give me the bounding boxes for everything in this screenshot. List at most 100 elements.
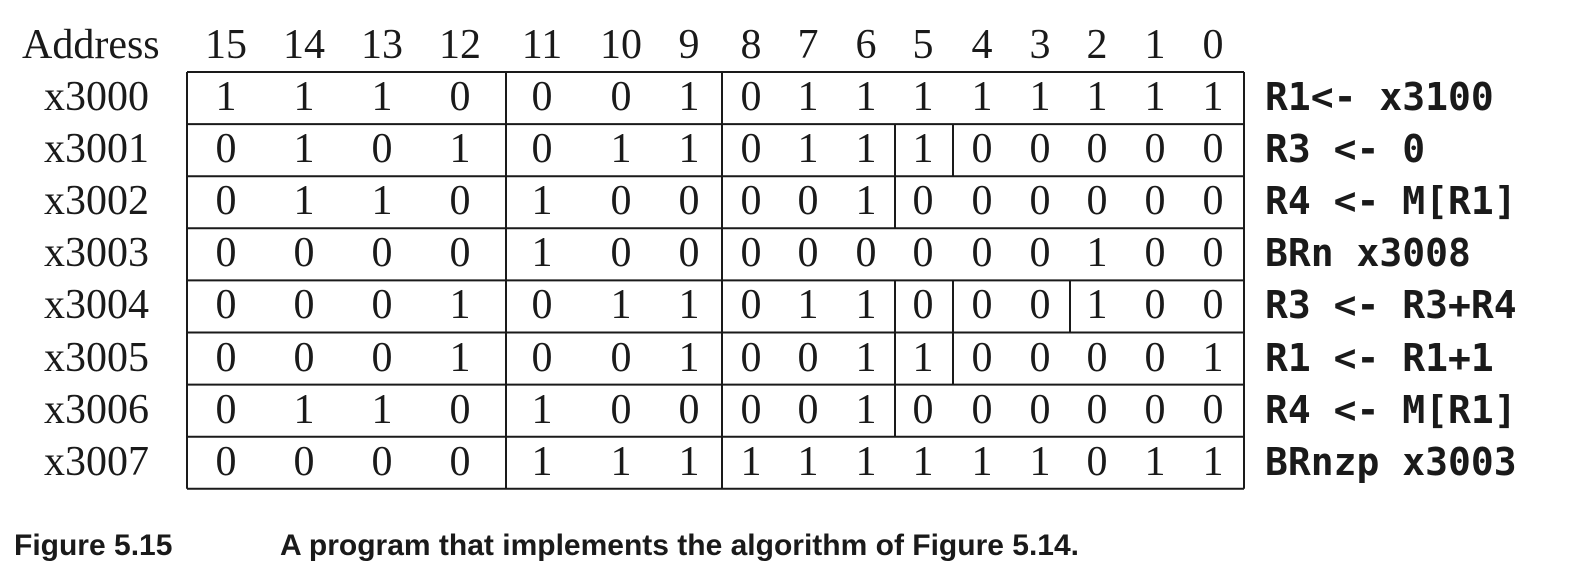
bit-cell: 1	[1086, 282, 1108, 329]
bit-cell: 0	[215, 334, 237, 381]
bit-cell: 1	[1086, 230, 1108, 277]
bit-cell: 0	[740, 178, 762, 225]
bit-cell: 0	[1144, 334, 1166, 381]
bit-cell: 1	[610, 282, 632, 329]
bit-cell: 0	[1144, 386, 1166, 433]
bit-cell: 0	[1029, 282, 1051, 329]
bit-cell: 0	[215, 178, 237, 225]
bit-cell: 0	[1029, 230, 1051, 277]
row-address: x3004	[44, 282, 149, 329]
bit-cell: 1	[855, 178, 877, 225]
bit-cell: 1	[610, 126, 632, 173]
bit-cell: 0	[1144, 282, 1166, 329]
bit-cell: 1	[293, 178, 315, 225]
bit-cell: 1	[678, 334, 700, 381]
bit-cell: 0	[610, 386, 632, 433]
bit-cell: 0	[371, 126, 393, 173]
bit-cell: 0	[531, 126, 553, 173]
bit-cell: 1	[1029, 74, 1051, 120]
bit-header-14: 14	[283, 22, 325, 68]
bit-header-9: 9	[678, 22, 700, 68]
instruction-comment: R4 <- M[R1]	[1265, 179, 1517, 224]
bit-cell: 1	[678, 438, 700, 485]
bit-cell: 1	[912, 334, 934, 381]
bit-cell: 1	[678, 126, 700, 173]
bit-cell: 0	[1086, 178, 1108, 225]
bit-cell: 0	[293, 282, 315, 329]
bit-cell: 1	[215, 74, 237, 120]
bit-cell: 1	[293, 386, 315, 433]
bit-cell: 1	[912, 126, 934, 173]
bit-cell: 0	[855, 230, 877, 277]
instruction-comment: R1<- x3100	[1265, 75, 1494, 119]
bit-cell: 0	[371, 282, 393, 329]
bit-cell: 1	[449, 282, 471, 329]
bit-cell: 0	[1086, 334, 1108, 381]
bit-cell: 0	[1086, 126, 1108, 173]
instruction-comment: BRnzp x3003	[1265, 439, 1517, 484]
bit-cell: 0	[531, 334, 553, 381]
bit-cell: 0	[1202, 178, 1224, 225]
bit-cell: 0	[293, 438, 315, 485]
bit-cell: 1	[293, 74, 315, 120]
bit-cell: 1	[797, 126, 819, 173]
bit-cell: 1	[855, 282, 877, 329]
bit-cell: 0	[215, 126, 237, 173]
bit-cell: 1	[1029, 438, 1051, 485]
bit-cell: 1	[678, 74, 700, 120]
bit-cell: 1	[371, 74, 393, 120]
bit-cell: 0	[215, 282, 237, 329]
bit-cell: 0	[1144, 126, 1166, 173]
bit-cell: 0	[1029, 334, 1051, 381]
bit-header-6: 6	[855, 22, 877, 68]
bit-cell: 1	[610, 438, 632, 485]
bit-cell: 0	[371, 230, 393, 277]
bit-cell: 0	[1086, 386, 1108, 433]
bit-cell: 0	[449, 438, 471, 485]
bit-cell: 1	[797, 438, 819, 485]
address-column-header: Address	[22, 22, 160, 68]
bit-cell: 0	[1029, 126, 1051, 173]
bit-cell: 0	[740, 386, 762, 433]
bit-cell: 0	[912, 282, 934, 329]
bit-header-1: 1	[1144, 22, 1166, 68]
bit-cell: 0	[1202, 126, 1224, 173]
bit-cell: 0	[610, 74, 632, 120]
bit-cell: 1	[855, 126, 877, 173]
bit-cell: 0	[293, 230, 315, 277]
bit-cell: 1	[1144, 74, 1166, 120]
figure-caption-text: A program that implements the algorithm …	[280, 529, 1079, 562]
bit-cell: 0	[449, 386, 471, 433]
bit-cell: 0	[971, 334, 993, 381]
bit-cell: 0	[1086, 438, 1108, 485]
bit-cell: 0	[971, 386, 993, 433]
row-address: x3001	[44, 126, 149, 173]
bit-cell: 0	[740, 74, 762, 120]
bit-cell: 1	[293, 126, 315, 173]
instruction-comment: R3 <- 0	[1265, 127, 1426, 172]
bit-cell: 0	[371, 438, 393, 485]
bit-cell: 1	[912, 438, 934, 485]
bit-cell: 0	[215, 438, 237, 485]
row-address: x3003	[44, 230, 149, 277]
bit-cell: 0	[678, 178, 700, 225]
bit-cell: 0	[449, 230, 471, 277]
bit-cell: 0	[678, 386, 700, 433]
bit-cell: 1	[371, 178, 393, 225]
bit-cell: 1	[531, 178, 553, 225]
bit-cell: 0	[971, 126, 993, 173]
bit-cell: 1	[1202, 438, 1224, 485]
bit-cell: 0	[1202, 386, 1224, 433]
bit-cell: 0	[1202, 282, 1224, 329]
bit-header-8: 8	[740, 22, 762, 68]
bit-cell: 1	[449, 126, 471, 173]
bit-cell: 0	[449, 74, 471, 120]
bit-cell: 0	[1144, 230, 1166, 277]
